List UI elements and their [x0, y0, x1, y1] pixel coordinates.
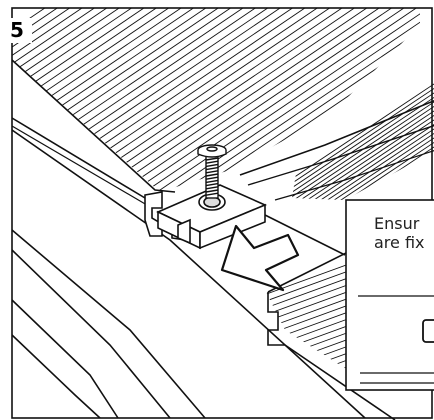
screw-thread-line [205, 173, 219, 177]
callout-text: Ensur are fix [374, 214, 434, 252]
screw-thread-line [205, 179, 219, 184]
screw-thread-line [205, 166, 219, 171]
screw-thread-line [205, 189, 219, 193]
wood-grain-line [12, 8, 420, 192]
wood-grain-line [313, 77, 434, 200]
wood-grain-line [12, 8, 420, 192]
wood-grain-line [12, 8, 420, 192]
wood-grain-line [24, 8, 420, 192]
wood-grain-line [14, 8, 420, 192]
wood-grain-line [12, 8, 420, 192]
wood-grain-line [19, 8, 420, 192]
wood-grain-line [292, 62, 434, 200]
callout-card [345, 199, 434, 391]
screw-thread-line [205, 157, 219, 161]
wood-grain-line [292, 65, 434, 200]
wood-grain-line [12, 8, 420, 192]
screw-thread-line [205, 160, 219, 164]
wood-grain-line [12, 8, 420, 166]
screw-thread-line [205, 170, 219, 174]
callout-line-1: Ensur [374, 214, 420, 233]
screw-thread-line [205, 163, 219, 168]
wood-grain-line [12, 8, 420, 192]
wood-grain-line [292, 64, 434, 200]
callout-line-2: are fix [374, 233, 425, 252]
wood-grain-line [292, 61, 434, 200]
screw-thread-line [205, 192, 219, 196]
screw-thread-line [205, 182, 219, 187]
arrow-icon [220, 224, 300, 292]
socket-icon [422, 319, 434, 343]
screw-thread-line [205, 186, 219, 190]
screw-icon [197, 144, 227, 199]
wood-grain-line [12, 8, 420, 192]
screw-thread-line [205, 176, 219, 180]
joist-beam [11, 129, 366, 419]
wood-grain-line [12, 8, 420, 146]
wood-grain-line [12, 8, 420, 192]
step-number: 5 [2, 18, 32, 43]
wood-grain-line [295, 71, 434, 200]
wood-grain-line [292, 70, 434, 200]
wood-grain-line [304, 74, 434, 200]
wood-grain-line [300, 73, 434, 200]
wood-grain-line [292, 67, 434, 200]
wood-grain-line [309, 76, 434, 200]
